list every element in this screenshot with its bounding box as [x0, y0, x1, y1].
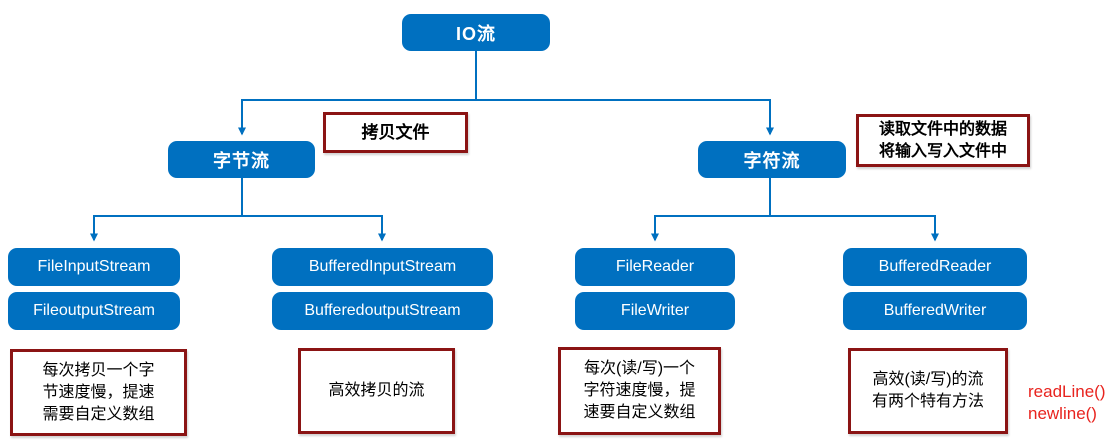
method-newline: newline(): [1028, 404, 1097, 423]
note-byte-file-line3: 需要自定义数组: [42, 405, 155, 423]
note-char-buffered-line1: 高效(读/写)的流: [872, 371, 984, 388]
note-char-file-line2: 字符速度慢，提: [583, 382, 696, 399]
node-buffered-input-stream: BufferedInputStream: [272, 248, 493, 286]
note-byte-file-streams: 每次拷贝一个字 节速度慢，提速 需要自定义数组: [10, 349, 187, 436]
note-char-file-line1: 每次(读/写)一个: [583, 360, 696, 377]
node-io-stream: IO流: [402, 14, 550, 51]
annotation-copy-file-text: 拷贝文件: [361, 122, 430, 142]
node-byte-stream: 字节流: [168, 141, 315, 178]
note-char-buffered-line2: 有两个特有方法: [871, 393, 984, 410]
node-file-reader: FileReader: [575, 248, 735, 286]
note-byte-buffered-streams: 高效拷贝的流: [298, 348, 455, 434]
node-file-writer: FileWriter: [575, 292, 735, 330]
node-file-output-stream: FileoutputStream: [8, 292, 180, 330]
annotation-read-write-line2: 将输入写入文件中: [878, 142, 1007, 160]
node-buffered-writer: BufferedWriter: [843, 292, 1027, 330]
note-special-methods: readLine() newline(): [1028, 381, 1106, 425]
note-char-file-streams: 每次(读/写)一个 字符速度慢，提 速要自定义数组: [558, 347, 721, 435]
annotation-read-write: 读取文件中的数据 将输入写入文件中: [856, 114, 1030, 167]
note-byte-buffered-line1: 高效拷贝的流: [328, 382, 425, 399]
node-buffered-reader: BufferedReader: [843, 248, 1027, 286]
note-byte-file-line1: 每次拷贝一个字: [42, 361, 155, 379]
annotation-read-write-line1: 读取文件中的数据: [878, 120, 1007, 138]
note-char-buffered-streams: 高效(读/写)的流 有两个特有方法: [848, 348, 1008, 434]
node-buffered-output-stream: BufferedoutputStream: [272, 292, 493, 330]
note-char-file-line3: 速要自定义数组: [583, 404, 696, 421]
annotation-copy-file: 拷贝文件: [323, 112, 468, 153]
method-readline: readLine(): [1028, 382, 1106, 401]
node-char-stream: 字符流: [698, 141, 846, 178]
note-byte-file-line2: 节速度慢，提速: [42, 383, 155, 401]
node-file-input-stream: FileInputStream: [8, 248, 180, 286]
